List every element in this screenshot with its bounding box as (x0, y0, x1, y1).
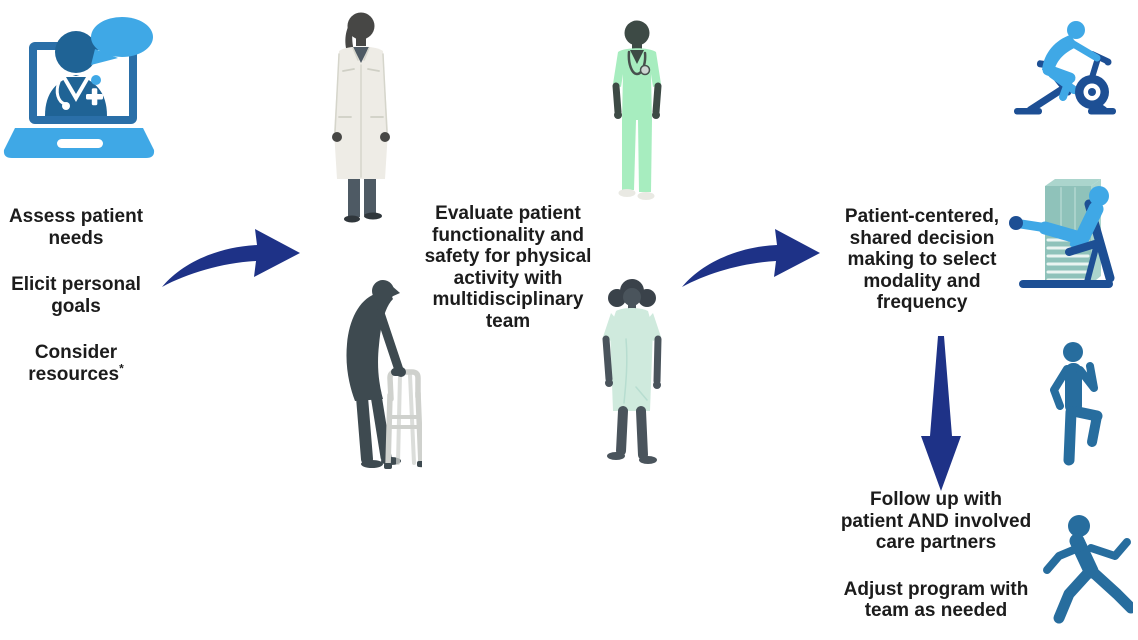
resources-line: resources* (0, 361, 152, 386)
leg-press-machine-icon (1009, 179, 1115, 288)
woman-in-hospital-gown (602, 279, 662, 464)
elderly-man-with-walker (346, 280, 422, 469)
consider-resources-text: Consider resources* (0, 342, 152, 385)
follow-up-step-text: Follow up with patient AND involved care… (828, 489, 1044, 622)
telehealth-doctor-laptop-icon (3, 17, 155, 158)
elicit-goals-text: Elicit personal goals (11, 274, 141, 317)
running-icon (1043, 515, 1133, 624)
flow-arrow-right-2 (682, 229, 820, 287)
assess-step-text: Assess patient needs Elicit personal goa… (0, 206, 152, 385)
adjust-program-text: Adjust program with team as needed (843, 578, 1029, 622)
assess-needs-text: Assess patient needs (8, 206, 144, 249)
evaluate-step-text: Evaluate patient functionality and safet… (424, 203, 592, 332)
nurse-in-scrubs (612, 20, 662, 200)
resources-word: resources (28, 363, 120, 385)
flow-arrow-right-1 (162, 229, 300, 287)
marching-exercise-icon (1050, 342, 1103, 466)
footnote-asterisk: * (119, 361, 124, 376)
doctor-in-white-coat (332, 12, 390, 223)
consider-line: Consider (34, 342, 118, 363)
decide-step-text: Patient-centered, shared decision making… (844, 206, 1000, 313)
follow-up-text: Follow up with patient AND involved care… (840, 489, 1032, 553)
stationary-bike-icon (1014, 21, 1116, 115)
flow-arrow-down (921, 336, 961, 491)
